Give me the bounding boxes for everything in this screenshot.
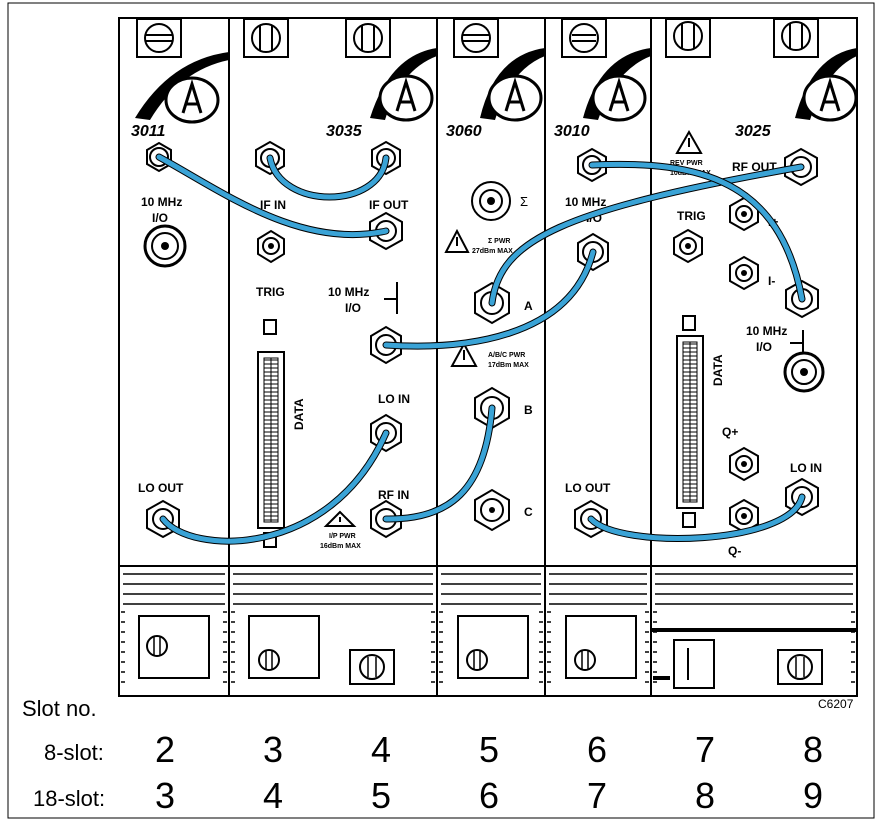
row-label-8-slot: 8-slot: — [44, 740, 104, 765]
label-3011-io2: I/O — [152, 211, 168, 225]
label-3025-lo-in: LO IN — [790, 461, 822, 475]
module-3025: 3025 REV PWR 10dBm MAX RF OUT TRIG I+ I-… — [650, 17, 858, 567]
row-label-18-slot: 18-slot: — [33, 786, 105, 811]
label-3035-warn1: I/P PWR — [329, 533, 356, 540]
warning-icon — [444, 228, 470, 253]
label-3025-io: 10 MHz — [746, 324, 787, 338]
label-3025-io2: I/O — [756, 340, 772, 354]
label-3011-io: 10 MHz — [141, 195, 182, 209]
label-3060-abc2: 17dBm MAX — [488, 362, 529, 369]
label-3035-if-out: IF OUT — [369, 198, 409, 212]
connector-3025-trig — [673, 228, 703, 264]
connector-3025-bnc — [783, 351, 825, 393]
connector-3025-iminus — [729, 255, 759, 291]
label-3025-data: DATA — [711, 354, 725, 386]
label-3010-lo-out: LO OUT — [565, 481, 611, 495]
connector-3025-iplus — [729, 196, 759, 232]
label-3060-sigma: Σ — [520, 194, 528, 209]
slot-number: 8 — [695, 775, 715, 816]
warning-icon — [323, 510, 357, 527]
module-3035-model: 3035 — [326, 123, 363, 140]
slot-number: 8 — [803, 729, 823, 770]
module-3060-model: 3060 — [446, 123, 482, 140]
slot-number: 4 — [263, 775, 283, 816]
slot-number: 6 — [479, 775, 499, 816]
label-3035-trig: TRIG — [256, 285, 285, 299]
label-3060-a: A — [524, 299, 533, 313]
label-3025-rev1: REV PWR — [670, 160, 703, 167]
module-3011-model: 3011 — [131, 123, 166, 140]
slot-number: 7 — [695, 729, 715, 770]
slot-number: 5 — [371, 775, 391, 816]
label-3035-if-in: IF IN — [260, 198, 286, 212]
slot-number: 2 — [155, 729, 175, 770]
slot-number: 3 — [263, 729, 283, 770]
label-3025-qplus: Q+ — [722, 425, 738, 439]
connector-3025-qminus — [729, 498, 759, 534]
label-3035-data: DATA — [292, 398, 306, 430]
label-3060-b: B — [524, 403, 533, 417]
warning-icon — [675, 129, 703, 154]
label-3035-warn2: 16dBm MAX — [320, 543, 361, 550]
module-3010-model: 3010 — [554, 123, 590, 140]
slot-numbers: 2 3 4 5 6 7 8 3 4 5 6 7 8 9 — [155, 729, 823, 816]
slot-number: 3 — [155, 775, 175, 816]
module-3025-model: 3025 — [735, 123, 772, 140]
connector-3060-c — [474, 488, 510, 532]
slot-header: Slot no. — [22, 696, 97, 721]
label-3035-rf-in: RF IN — [378, 488, 409, 502]
slot-number: 6 — [587, 729, 607, 770]
label-3060-pwr1: Σ PWR — [488, 238, 510, 245]
connector-3060-sigma — [471, 181, 511, 221]
connector-3035-trig — [257, 229, 285, 264]
module-3060: 3060 Σ Σ PWR 27dBm MAX A A/B/C PWR 17dBm… — [436, 17, 546, 567]
label-3025-iminus: I- — [768, 274, 775, 288]
label-3025-qminus: Q- — [728, 544, 741, 558]
warning-icon — [450, 341, 478, 367]
label-3060-abc1: A/B/C PWR — [488, 352, 525, 359]
data-connector-3035 — [257, 319, 285, 548]
module-3011: 3011 10 MHz I/O LO OUT — [118, 17, 230, 567]
connector-3011-bnc — [143, 224, 187, 268]
label-3035-io2: I/O — [345, 301, 361, 315]
connector-3025-qplus — [729, 446, 759, 482]
label-3060-pwr2: 27dBm MAX — [472, 248, 513, 255]
label-3010-io: 10 MHz — [565, 195, 606, 209]
module-3010: 3010 10 MHz I/O LO OUT — [544, 17, 652, 567]
cables — [155, 153, 806, 545]
label-3035-lo-in: LO IN — [378, 392, 410, 406]
label-3011-lo-out: LO OUT — [138, 481, 184, 495]
slot-number: 7 — [587, 775, 607, 816]
slot-number: 9 — [803, 775, 823, 816]
outer-frame — [7, 2, 875, 819]
lower-bays — [118, 565, 858, 697]
slot-number: 5 — [479, 729, 499, 770]
slot-number: 4 — [371, 729, 391, 770]
figure-code: C6207 — [818, 697, 854, 711]
data-connector-3025 — [676, 315, 704, 528]
label-3035-io: 10 MHz — [328, 285, 369, 299]
label-3060-c: C — [524, 505, 533, 519]
label-3025-trig: TRIG — [677, 209, 706, 223]
module-3035: 3035 IF IN IF OUT TRIG 10 MHz I/O DATA L… — [228, 17, 438, 567]
